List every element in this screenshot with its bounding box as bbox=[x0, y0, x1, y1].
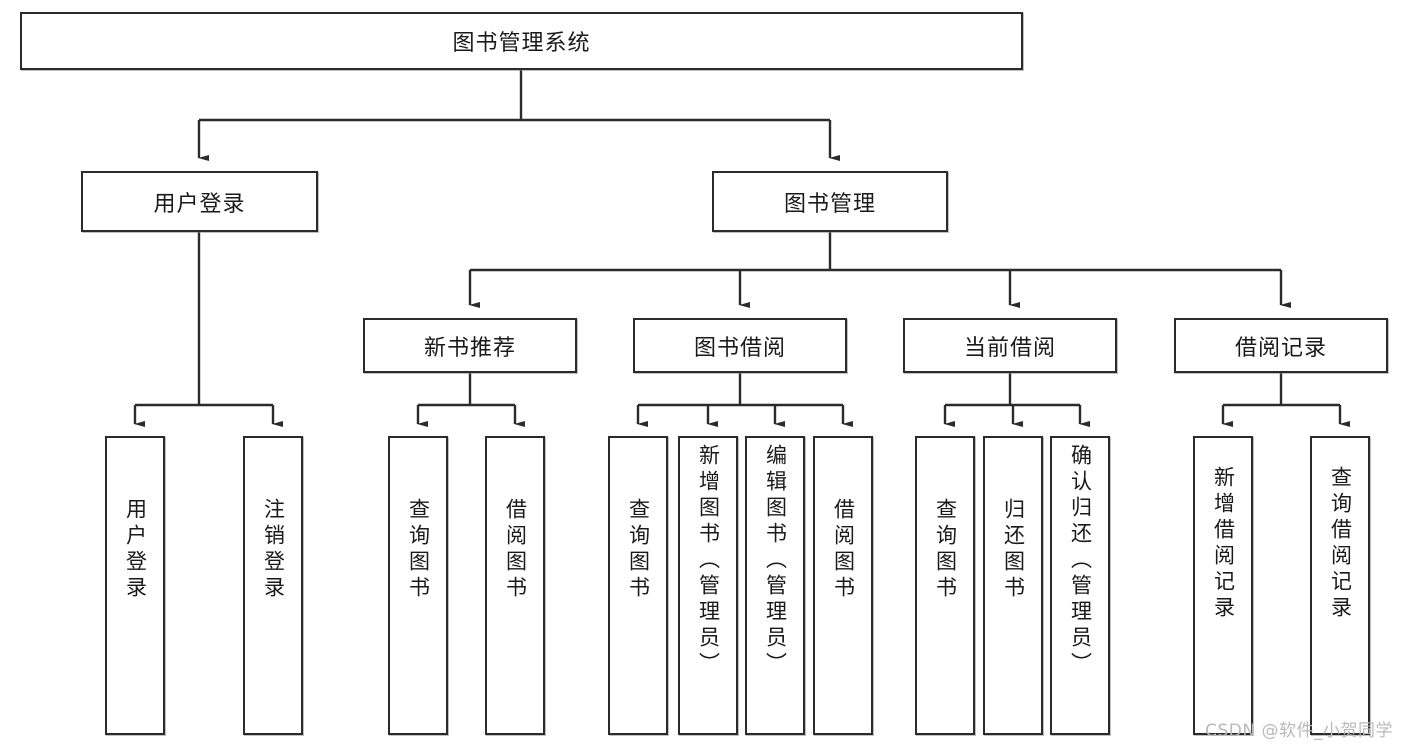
node-new-book-recommend[interactable]: 新书推荐 bbox=[363, 318, 577, 373]
leaf-edit-book-admin[interactable]: 编辑图书（管理员） bbox=[745, 436, 805, 735]
leaf-borrow-book-1[interactable]: 借阅图书 bbox=[485, 436, 545, 735]
leaf-query-book-2-label: 查询图书 bbox=[626, 498, 651, 602]
leaf-query-borrow-record[interactable]: 查询借阅记录 bbox=[1310, 436, 1370, 735]
leaf-return-book-label: 归还图书 bbox=[1001, 498, 1026, 602]
leaf-user-login-label: 用户登录 bbox=[123, 498, 148, 602]
node-book-borrow-label: 图书借阅 bbox=[693, 335, 786, 361]
leaf-borrow-book-2-label: 借阅图书 bbox=[831, 498, 856, 602]
leaf-borrow-book-1-label: 借阅图书 bbox=[503, 498, 528, 602]
leaf-query-book-1-label: 查询图书 bbox=[406, 498, 431, 602]
leaf-query-book-2[interactable]: 查询图书 bbox=[608, 436, 668, 735]
node-new-book-recommend-label: 新书推荐 bbox=[423, 335, 516, 361]
node-current-borrow[interactable]: 当前借阅 bbox=[903, 318, 1117, 373]
node-user-login[interactable]: 用户登录 bbox=[81, 171, 318, 232]
leaf-edit-book-admin-label: 编辑图书（管理员） bbox=[763, 444, 788, 678]
leaf-confirm-return-admin-label: 确认归还（管理员） bbox=[1068, 444, 1093, 678]
node-root[interactable]: 图书管理系统 bbox=[20, 12, 1023, 70]
leaf-query-book-3[interactable]: 查询图书 bbox=[915, 436, 975, 735]
leaf-user-login[interactable]: 用户登录 bbox=[105, 436, 165, 735]
leaf-add-borrow-record[interactable]: 新增借阅记录 bbox=[1193, 436, 1253, 735]
node-book-borrow[interactable]: 图书借阅 bbox=[633, 318, 847, 373]
leaf-add-book-admin[interactable]: 新增图书（管理员） bbox=[678, 436, 738, 735]
leaf-add-book-admin-label: 新增图书（管理员） bbox=[696, 444, 721, 678]
leaf-add-borrow-record-label: 新增借阅记录 bbox=[1211, 466, 1236, 622]
node-current-borrow-label: 当前借阅 bbox=[963, 335, 1056, 361]
leaf-query-book-1[interactable]: 查询图书 bbox=[388, 436, 448, 735]
leaf-query-book-3-label: 查询图书 bbox=[933, 498, 958, 602]
leaf-return-book[interactable]: 归还图书 bbox=[983, 436, 1043, 735]
node-book-manage[interactable]: 图书管理 bbox=[712, 171, 948, 232]
node-borrow-record[interactable]: 借阅记录 bbox=[1174, 318, 1388, 373]
node-book-manage-label: 图书管理 bbox=[783, 191, 876, 217]
node-user-login-label: 用户登录 bbox=[153, 191, 246, 217]
leaf-confirm-return-admin[interactable]: 确认归还（管理员） bbox=[1050, 436, 1110, 735]
leaf-user-logout[interactable]: 注销登录 bbox=[243, 436, 303, 735]
node-borrow-record-label: 借阅记录 bbox=[1234, 335, 1327, 361]
csdn-watermark: CSDN @软件_小贺同学 bbox=[1205, 721, 1393, 741]
leaf-borrow-book-2[interactable]: 借阅图书 bbox=[813, 436, 873, 735]
node-root-label: 图书管理系统 bbox=[452, 31, 591, 56]
leaf-user-logout-label: 注销登录 bbox=[261, 498, 286, 602]
leaf-query-borrow-record-label: 查询借阅记录 bbox=[1328, 466, 1353, 622]
